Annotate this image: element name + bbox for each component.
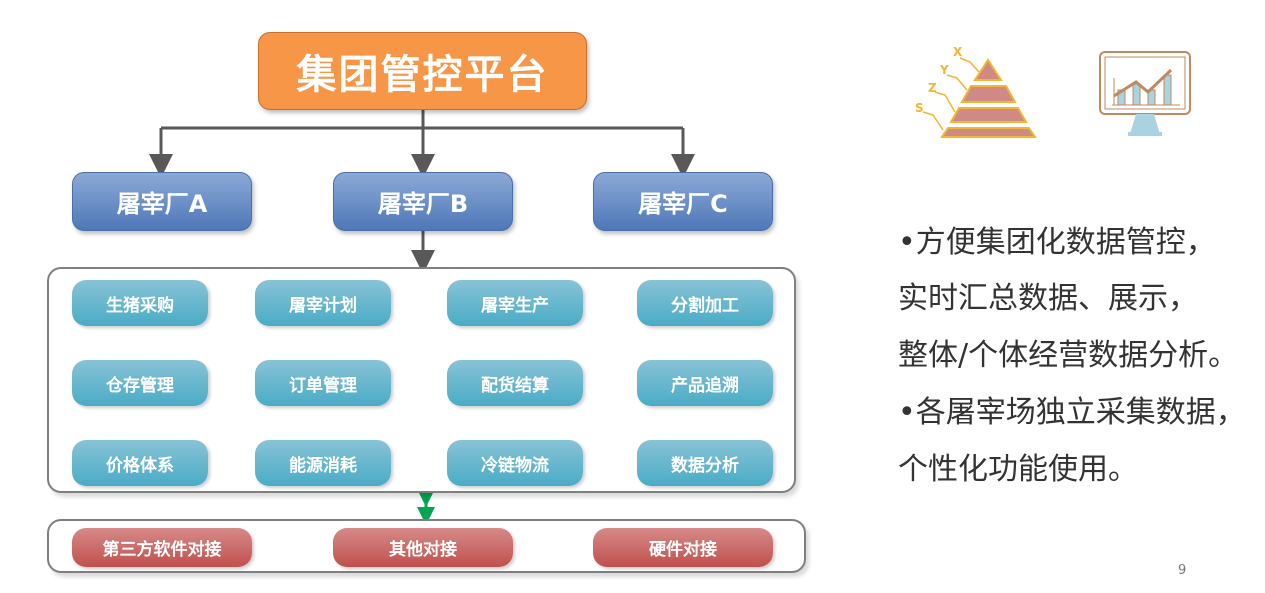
module-box: 订单管理	[255, 360, 391, 406]
module-box: 屠宰计划	[255, 280, 391, 326]
module-box: 分割加工	[637, 280, 773, 326]
note-line-2: 实时汇总数据、展示，	[898, 281, 1198, 316]
group-platform-box: 集团管控平台	[258, 32, 587, 110]
svg-text:X: X	[953, 45, 963, 59]
module-box: 生猪采购	[72, 280, 208, 326]
module-box: 仓存管理	[72, 360, 208, 406]
monitor-chart-icon	[1099, 51, 1191, 136]
svg-text:Y: Y	[939, 63, 949, 77]
module-box: 冷链物流	[447, 440, 583, 486]
svg-text:Z: Z	[928, 81, 937, 95]
page-number: 9	[1178, 563, 1187, 578]
plant-b-box: 屠宰厂B	[333, 172, 513, 231]
module-box: 屠宰生产	[447, 280, 583, 326]
module-box: 能源消耗	[255, 440, 391, 486]
module-box: 数据分析	[637, 440, 773, 486]
plant-a-box: 屠宰厂A	[72, 172, 252, 231]
module-box: 产品追溯	[637, 360, 773, 406]
other-integration: 其他对接	[333, 528, 513, 567]
module-box: 价格体系	[72, 440, 208, 486]
connectors	[149, 110, 695, 525]
module-box: 配货结算	[447, 360, 583, 406]
note-line-5: 个性化功能使用。	[898, 452, 1138, 487]
third-party-integration: 第三方软件对接	[72, 528, 252, 567]
note-line-3: 整体/个体经营数据分析。	[898, 338, 1239, 373]
hardware-integration: 硬件对接	[593, 528, 773, 567]
note-line-1: •方便集团化数据管控，	[898, 225, 1216, 260]
note-line-4: •各屠宰场独立采集数据，	[898, 395, 1246, 430]
plant-c-box: 屠宰厂C	[593, 172, 773, 231]
svg-text:S: S	[915, 101, 924, 115]
